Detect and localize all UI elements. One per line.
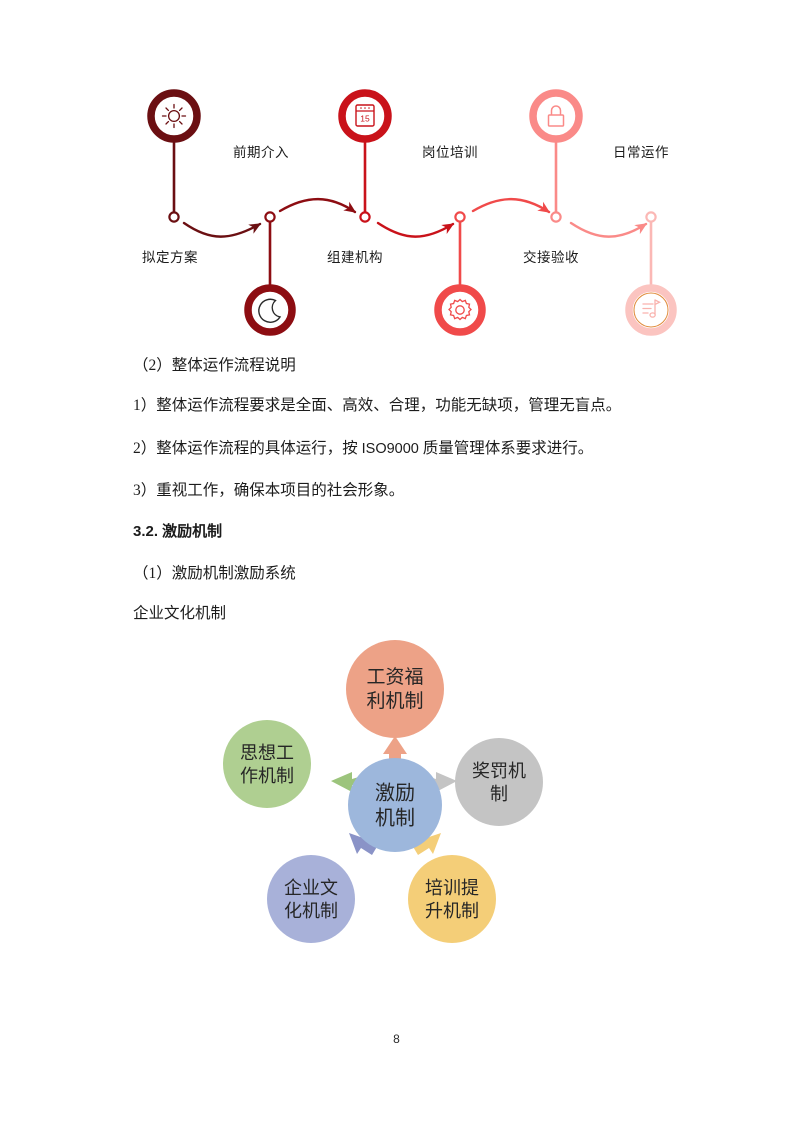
node-training-line-1: 培训提 xyxy=(425,878,479,898)
timeline-node-3: 15 xyxy=(338,89,392,223)
paragraph-3: 2）整体运作流程的具体运行，按 ISO9000 质量管理体系要求进行。 xyxy=(133,437,593,461)
node-reward-line-2: 制 xyxy=(490,784,508,804)
node-training: 培训提 升机制 xyxy=(408,855,496,943)
timeline-connectors xyxy=(182,197,648,238)
node-training-line-2: 升机制 xyxy=(425,901,479,921)
node-salary-line-1: 工资福 xyxy=(366,666,423,688)
calendar-icon: 15 xyxy=(355,104,375,127)
music-note-icon xyxy=(642,299,661,318)
node-salary-line-2: 利机制 xyxy=(366,690,423,712)
moon-icon xyxy=(258,298,282,323)
timeline-node-2 xyxy=(244,211,296,336)
node-ideology: 思想工 作机制 xyxy=(223,720,311,808)
timeline-label-below-1: 拟定方案 xyxy=(142,250,198,265)
node-culture: 企业文 化机制 xyxy=(267,855,355,943)
timeline-label-below-3: 交接验收 xyxy=(523,250,579,265)
center-node: 激励 机制 xyxy=(348,758,442,852)
paragraph-5: （1）激励机制激励系统 xyxy=(133,565,296,582)
node-culture-line-2: 化机制 xyxy=(284,901,338,921)
node-reward-line-1: 奖罚机 xyxy=(472,761,526,781)
node-culture-line-1: 企业文 xyxy=(284,878,338,898)
iso-standard-text: ISO9000 xyxy=(361,441,419,457)
arrow-to-ideology xyxy=(331,772,364,792)
center-node-line-2: 机制 xyxy=(375,806,415,829)
node-reward: 奖罚机 制 xyxy=(455,738,543,826)
section-heading-3-2: 3.2. 激励机制 xyxy=(133,523,223,540)
timeline-label-below-2: 组建机构 xyxy=(327,250,383,265)
radial-diagram-svg: 工资福 利机制 奖罚机 制 培训提 升机制 企业文 化机制 思想工 xyxy=(223,640,543,943)
paragraph-3-pre: 2）整体运作流程的具体运行，按 xyxy=(133,440,362,457)
timeline-figure: 15 xyxy=(125,78,685,343)
timeline-node-1 xyxy=(147,89,201,223)
paragraph-1: （2）整体运作流程说明 xyxy=(133,357,296,374)
paragraph-2: 1）整体运作流程要求是全面、高效、合理，功能无缺项，管理无盲点。 xyxy=(133,397,622,414)
paragraph-6: 企业文化机制 xyxy=(133,605,227,622)
paragraph-4: 3）重视工作，确保本项目的社会形象。 xyxy=(133,482,405,499)
timeline-label-above-3: 日常运作 xyxy=(613,145,669,160)
arrow-to-culture xyxy=(349,833,378,855)
timeline-node-4 xyxy=(434,211,486,336)
node-ideology-line-2: 作机制 xyxy=(240,766,294,786)
sun-icon xyxy=(161,103,187,129)
lock-icon xyxy=(547,105,565,127)
paragraph-3-post: 质量管理体系要求进行。 xyxy=(418,440,594,457)
center-node-line-1: 激励 xyxy=(375,781,415,804)
gear-icon xyxy=(448,298,472,321)
timeline-node-5 xyxy=(529,89,583,223)
node-ideology-line-1: 思想工 xyxy=(240,743,294,763)
timeline-svg: 15 xyxy=(147,89,677,336)
arrow-to-reward xyxy=(424,772,457,792)
timeline-node-6 xyxy=(625,211,677,336)
radial-diagram: 工资福 利机制 奖罚机 制 培训提 升机制 企业文 化机制 思想工 xyxy=(205,622,585,962)
timeline-label-above-2: 岗位培训 xyxy=(422,145,478,160)
arrow-to-training xyxy=(412,833,441,855)
timeline-label-above-1: 前期介入 xyxy=(233,145,289,160)
node-salary: 工资福 利机制 xyxy=(346,640,444,738)
calendar-day-number: 15 xyxy=(360,114,370,124)
page-number: 8 xyxy=(393,1032,400,1046)
